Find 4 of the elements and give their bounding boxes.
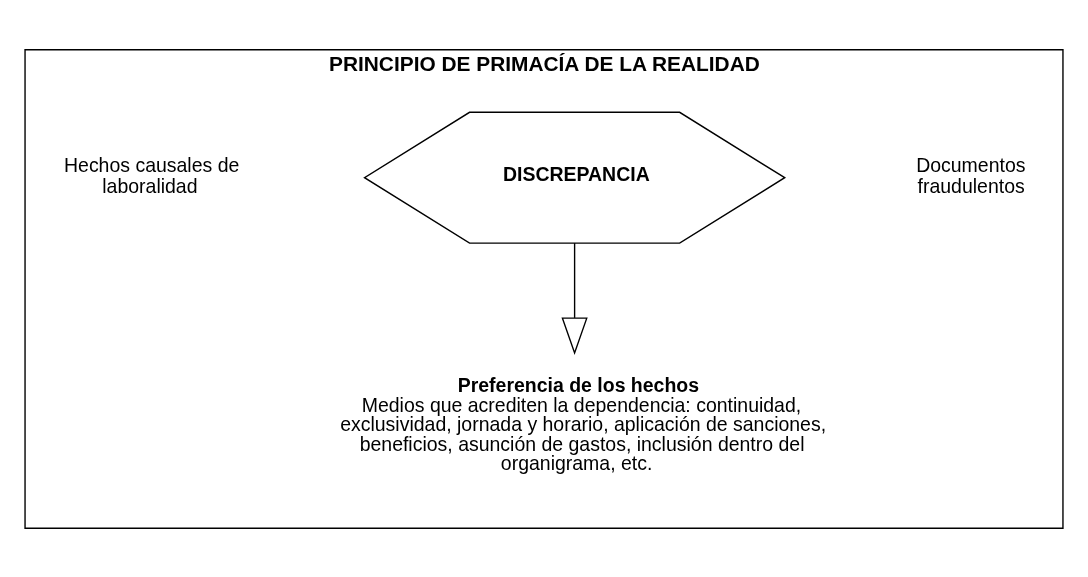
node-text: Documentos fraudulentos — [916, 153, 1026, 197]
node-text: Hechos causales de laboralidad — [64, 153, 240, 197]
node-text: Preferencia de los hechos Medios que acrediten la dependencia: continuidad, exclusividad, jornada y horario, aplicación de sanciones, beneficios, asunción de gastos, inclusión dentro del organigrama, etc. — [340, 373, 827, 474]
arrow — [561, 241, 588, 355]
